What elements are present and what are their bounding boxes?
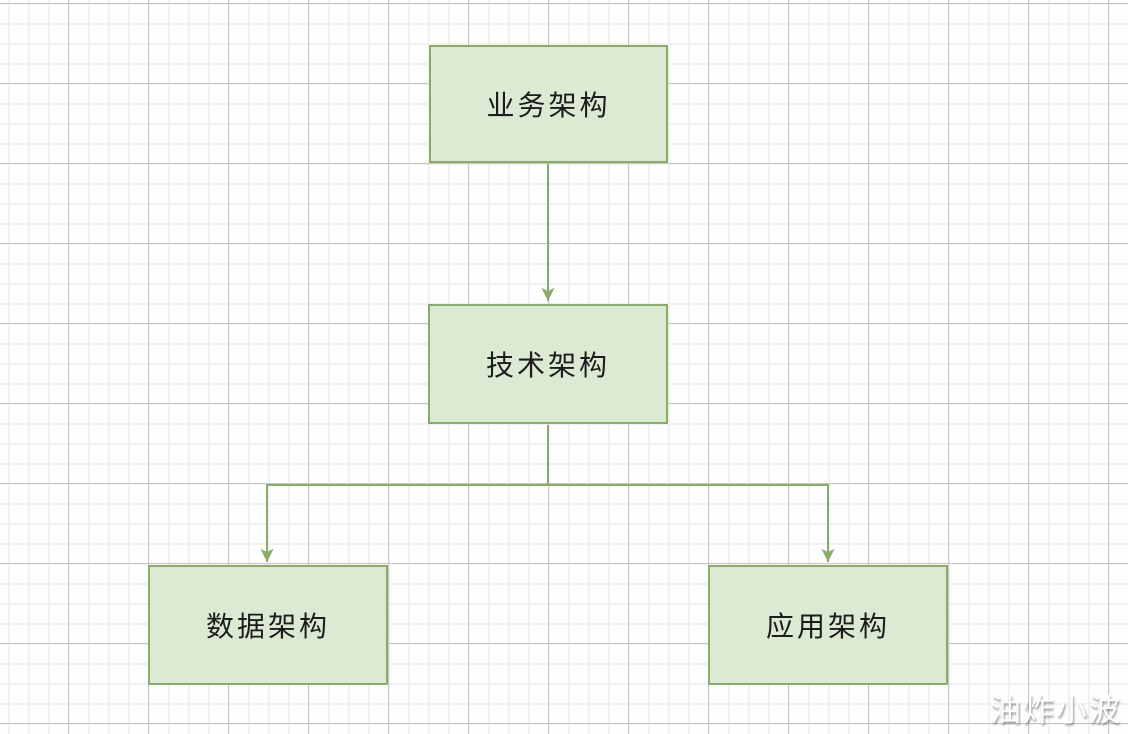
node-label: 技术架构 [485,350,610,381]
edge-technology-to-application[interactable] [547,425,835,562]
node-label: 数据架构 [205,611,330,642]
node-label: 业务架构 [486,90,611,121]
node-technology-architecture[interactable]: 技术架构 [428,304,668,424]
node-business-architecture[interactable]: 业务架构 [429,45,668,163]
edge-technology-to-data[interactable] [260,425,549,562]
watermark: 油炸小波 [990,693,1122,729]
node-application-architecture[interactable]: 应用架构 [708,565,948,685]
node-data-architecture[interactable]: 数据架构 [148,565,388,685]
node-label: 应用架构 [765,611,890,642]
